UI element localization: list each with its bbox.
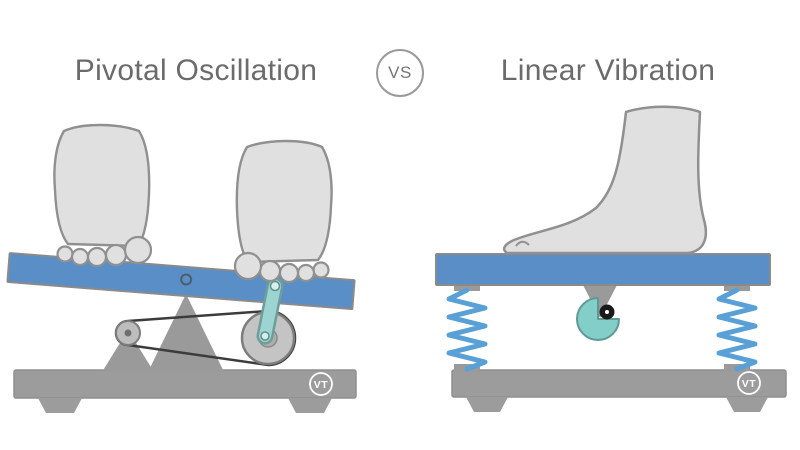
left-vt-badge-circle <box>309 372 333 396</box>
cam-pivot-highlight <box>605 310 609 314</box>
side-foot <box>502 105 708 255</box>
left-vt-badge-label: VT <box>314 379 329 391</box>
left-coil-spring <box>446 287 488 372</box>
right-machine-base <box>451 369 787 398</box>
left-machine-base <box>13 369 357 399</box>
pivot-hole <box>180 273 193 286</box>
fulcrum-triangle <box>148 294 224 372</box>
right-coil-spring <box>716 287 758 372</box>
crank-rod <box>259 280 281 342</box>
vs-label: VS <box>388 63 412 82</box>
right-base-foot-right <box>726 397 768 412</box>
right-vt-badge-label: VT <box>742 378 757 390</box>
linear-vibration-diagram: VT <box>435 105 787 412</box>
right-vt-badge-circle <box>737 371 761 395</box>
right-front-foot <box>233 139 333 284</box>
small-pulley-hub <box>124 329 132 337</box>
left-front-foot <box>53 123 153 268</box>
toe-line <box>515 240 530 247</box>
pivotal-oscillation-diagram: VT <box>6 123 357 413</box>
right-title: Linear Vibration <box>500 54 716 87</box>
cam-mount-triangle <box>583 285 617 318</box>
eccentric-cam <box>576 297 620 341</box>
left-base-foot-right <box>288 398 332 413</box>
vs-badge: VS <box>376 49 424 97</box>
left-spring-top-mount <box>454 283 480 291</box>
right-spring-top-mount <box>724 283 750 291</box>
left-base-foot-left <box>38 398 82 413</box>
left-title: Pivotal Oscillation <box>74 54 318 87</box>
vibration-platform <box>435 253 771 286</box>
crank-top-pin <box>269 280 281 292</box>
pulley-stand-triangle <box>102 330 154 372</box>
right-base-foot-left <box>466 397 508 412</box>
crank-bottom-pin <box>260 331 270 341</box>
